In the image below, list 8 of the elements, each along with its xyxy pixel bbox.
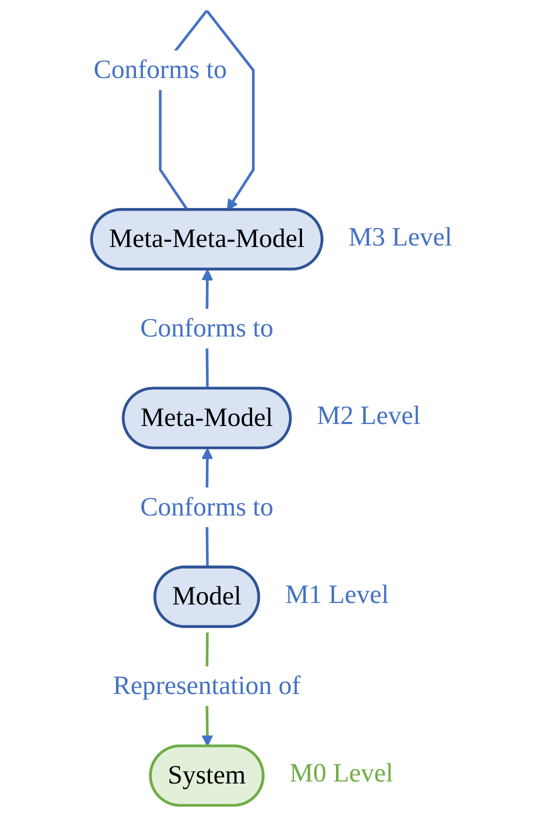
level-label: M2 Level bbox=[317, 400, 421, 430]
level-label: M3 Level bbox=[348, 221, 452, 252]
edge-label: Conforms to bbox=[140, 314, 274, 344]
edge-label: Conforms to bbox=[140, 492, 274, 522]
level-label: M0 Level bbox=[290, 758, 394, 788]
edge-label: Conforms to bbox=[94, 56, 228, 85]
edge-label: Representation of bbox=[113, 672, 301, 701]
level-label: M1 Level bbox=[286, 578, 390, 609]
